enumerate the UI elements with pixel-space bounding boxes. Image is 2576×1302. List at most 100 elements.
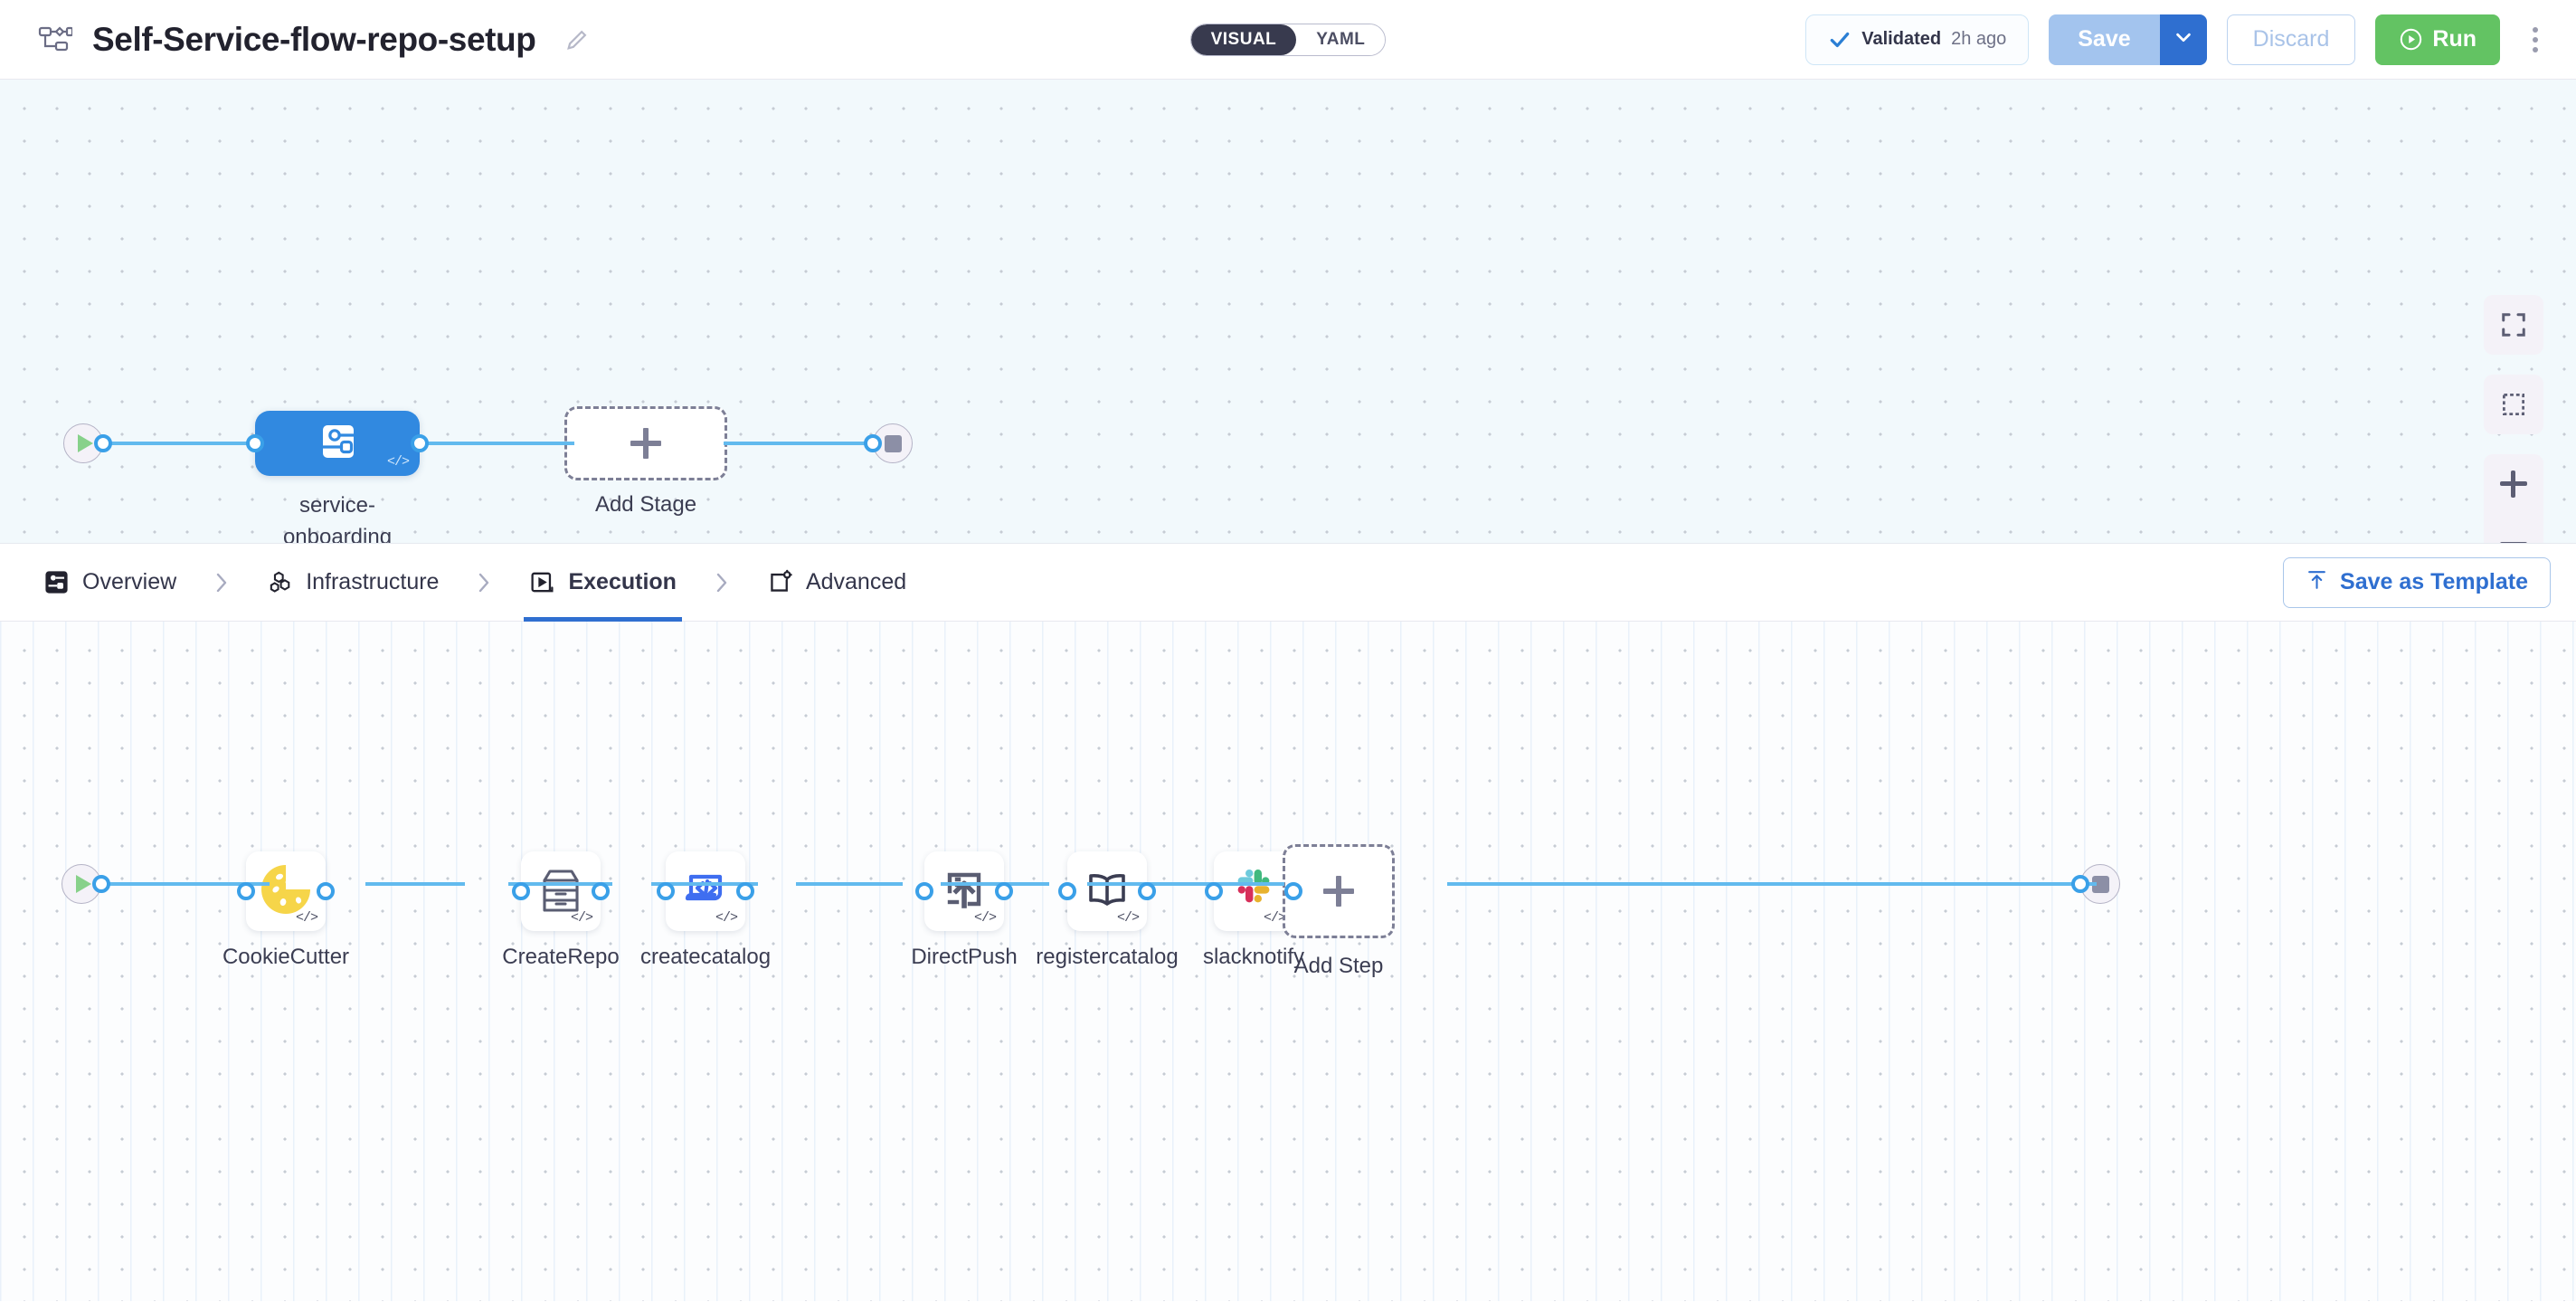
step-node-createcatalog[interactable]: </> createcatalog <box>640 851 771 969</box>
port-out[interactable] <box>411 434 429 452</box>
edge-step4-to-step5 <box>796 882 903 886</box>
code-badge: </> <box>295 910 318 926</box>
edge-step6-to-addstep <box>1087 882 1284 886</box>
port-in[interactable] <box>864 434 882 452</box>
port-out[interactable] <box>736 882 754 900</box>
save-as-template-button[interactable]: Save as Template <box>2283 556 2551 608</box>
save-dropdown-button[interactable] <box>2159 14 2207 65</box>
code-badge: </> <box>715 910 738 926</box>
stage-label: service-onboarding <box>282 493 393 544</box>
step-graph-canvas[interactable]: </> CookieCutter </> CreateRepo <box>0 622 2576 1301</box>
view-mode-toggle[interactable]: VISUAL YAML <box>1189 24 1387 56</box>
validated-timestamp: 2h ago <box>1951 29 2007 49</box>
discard-button[interactable]: Discard <box>2226 14 2356 65</box>
step-card[interactable]: </> <box>666 851 745 931</box>
run-button[interactable]: Run <box>2375 14 2500 65</box>
step-end-node[interactable] <box>2071 864 2120 904</box>
tab-infrastructure[interactable]: Infrastructure <box>261 544 444 622</box>
stage-graph-canvas[interactable]: </> service-onboarding Add Stage <box>0 80 2576 544</box>
edge-addstage-to-end <box>724 442 877 445</box>
step-card[interactable]: </> <box>246 851 326 931</box>
stage-start-node[interactable] <box>63 423 112 463</box>
stage-end-node[interactable] <box>864 423 913 463</box>
add-step-label: Add Step <box>1293 954 1384 978</box>
play-triangle-icon <box>76 875 91 893</box>
step-card[interactable]: </> <box>521 851 601 931</box>
kebab-dot <box>2533 36 2538 43</box>
port-out[interactable] <box>592 882 610 900</box>
save-button-group[interactable]: Save <box>2049 14 2207 65</box>
port-in[interactable] <box>1058 882 1076 900</box>
overview-icon <box>43 569 70 595</box>
edge-start-to-step1 <box>98 882 270 886</box>
port-out[interactable] <box>1138 882 1156 900</box>
zoom-out-icon[interactable] <box>2484 514 2543 543</box>
port-out[interactable] <box>92 875 110 893</box>
zoom-in-icon[interactable] <box>2484 454 2543 514</box>
port-out[interactable] <box>317 882 335 900</box>
view-mode-toggle-wrapper: VISUAL YAML <box>0 0 2576 80</box>
stage-node-service-onboarding[interactable]: </> service-onboarding <box>246 411 429 543</box>
port-in[interactable] <box>246 434 264 452</box>
fit-screen-icon[interactable] <box>2484 295 2543 355</box>
step-label: slacknotify <box>1202 945 1305 969</box>
step-node-createrepo[interactable]: </> CreateRepo <box>502 851 620 969</box>
port-in[interactable] <box>1205 882 1223 900</box>
port-out[interactable] <box>94 434 112 452</box>
step-node-directpush[interactable]: </> DirectPush <box>911 851 1018 969</box>
code-badge: </> <box>386 454 410 470</box>
step-card[interactable]: </> <box>1214 851 1293 931</box>
stop-end-node <box>2080 864 2120 904</box>
step-card[interactable]: </> <box>1067 851 1147 931</box>
view-toggle-yaml[interactable]: YAML <box>1296 24 1386 55</box>
port-in[interactable] <box>915 882 933 900</box>
add-stage-node[interactable]: Add Stage <box>564 406 727 517</box>
kebab-menu-icon[interactable] <box>2520 17 2551 62</box>
infrastructure-icon <box>267 569 293 595</box>
selection-box-icon[interactable] <box>2484 375 2543 434</box>
code-badge: </> <box>570 910 593 926</box>
view-toggle-visual[interactable]: VISUAL <box>1190 24 1297 55</box>
step-node-slacknotify[interactable]: </> slacknotify <box>1203 851 1304 969</box>
section-tabbar: Overview Infrastructure Execution <box>0 544 2576 622</box>
port-out[interactable] <box>995 882 1013 900</box>
service-onboarding-icon <box>314 418 361 470</box>
edit-pencil-icon[interactable] <box>564 27 590 52</box>
plus-icon <box>1323 876 1354 907</box>
pipeline-icon <box>38 24 74 55</box>
edge-step3-to-step4 <box>651 882 758 886</box>
port-in[interactable] <box>657 882 675 900</box>
save-as-template-label: Save as Template <box>2340 569 2528 594</box>
stop-square-icon <box>2091 875 2109 893</box>
tab-overview[interactable]: Overview <box>38 544 182 622</box>
port-in[interactable] <box>512 882 530 900</box>
kebab-dot <box>2533 46 2538 52</box>
tab-label: Overview <box>82 569 177 594</box>
zoom-controls[interactable] <box>2484 295 2543 543</box>
stage-card[interactable]: </> <box>255 411 420 476</box>
zoom-in-out-group[interactable] <box>2484 454 2543 543</box>
step-node-cookiecutter[interactable]: </> CookieCutter <box>223 851 349 969</box>
port-in[interactable] <box>2071 875 2089 893</box>
edge-start-to-stage <box>99 442 262 445</box>
page-title: Self-Service-flow-repo-setup <box>92 20 536 58</box>
step-start-node[interactable] <box>62 864 110 904</box>
app-header: Self-Service-flow-repo-setup VISUAL YAML… <box>0 0 2576 80</box>
edge-step2-to-step3 <box>508 882 612 886</box>
step-node-registercatalog[interactable]: </> registercatalog <box>1036 851 1179 969</box>
tab-advanced[interactable]: Advanced <box>762 544 912 622</box>
tab-execution[interactable]: Execution <box>524 544 683 622</box>
status-badge-validated: Validated 2h ago <box>1805 14 2030 65</box>
step-label: CreateRepo <box>502 945 620 969</box>
plus-icon <box>630 428 661 459</box>
tab-label: Advanced <box>805 569 907 594</box>
save-button[interactable]: Save <box>2049 14 2160 65</box>
tab-label: Infrastructure <box>306 569 440 594</box>
port-in[interactable] <box>237 882 255 900</box>
edge-stage-to-addstage <box>416 442 574 445</box>
port-out[interactable] <box>1284 882 1302 900</box>
chevron-right-icon <box>213 569 231 596</box>
validated-label: Validated <box>1861 29 1942 49</box>
step-card[interactable]: </> <box>924 851 1004 931</box>
add-stage-button[interactable] <box>564 406 727 480</box>
